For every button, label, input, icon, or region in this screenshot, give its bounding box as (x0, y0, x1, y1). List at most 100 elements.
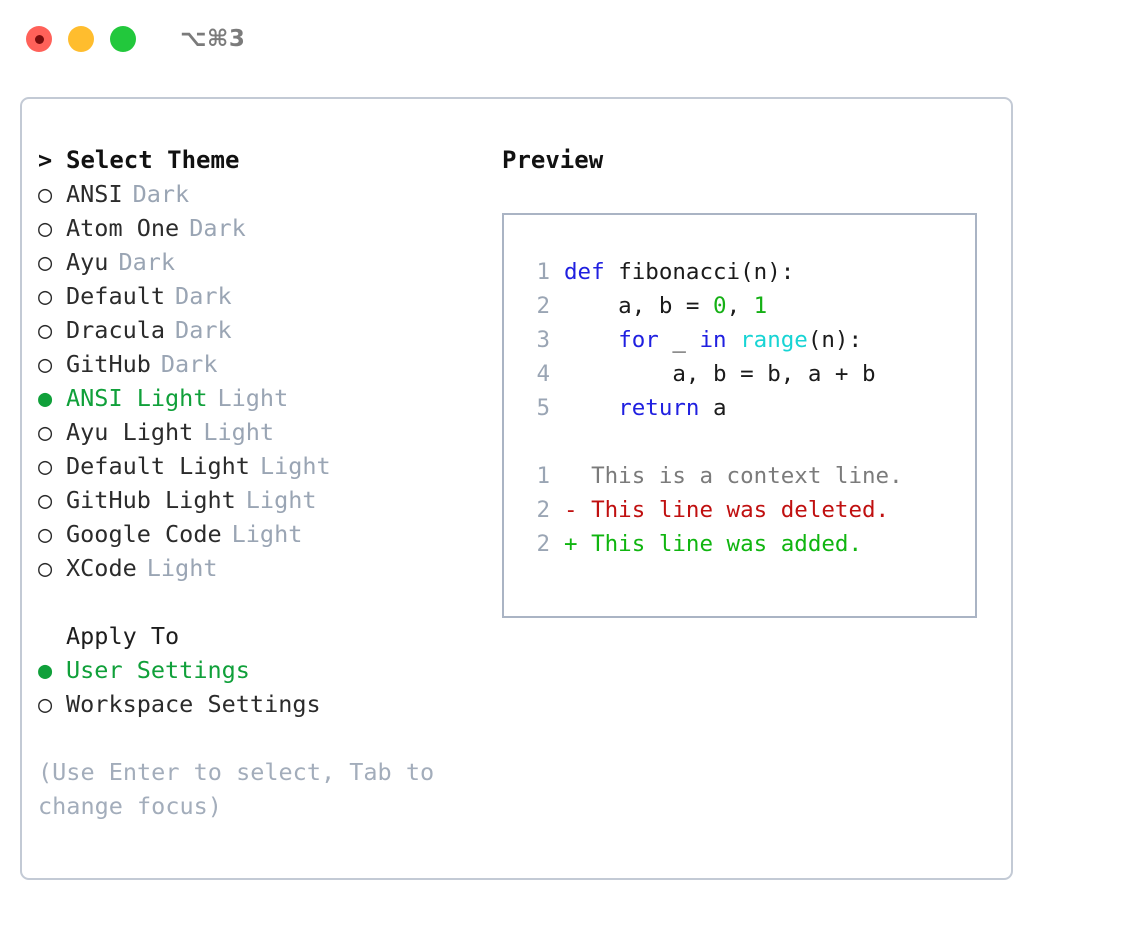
title-bar: ⌥⌘3 (0, 0, 1140, 78)
radio-unselected-icon[interactable]: ○ (38, 418, 53, 446)
code-line-text: a, b = b, a + b (564, 357, 875, 391)
diff-line-text: This line was added. (577, 531, 863, 557)
diff-line: 1 This is a context line. (504, 459, 975, 493)
theme-option-row[interactable]: ○ GitHub Dark (38, 347, 478, 381)
theme-option-variant: Light (245, 486, 317, 514)
theme-option-label: Default Light (66, 452, 250, 480)
theme-option-variant: Dark (160, 350, 218, 378)
preview-spacer (504, 425, 975, 459)
theme-option-label: ANSI (66, 180, 123, 208)
theme-option-row[interactable]: ○ Google Code Light (38, 517, 478, 551)
code-token: range (740, 327, 808, 353)
theme-option-variant: Light (146, 554, 218, 582)
radio-selected-icon[interactable]: ● (38, 384, 53, 412)
code-token: in (699, 327, 727, 353)
maximize-window-icon[interactable] (110, 26, 136, 52)
theme-option-variant: Dark (132, 180, 190, 208)
theme-option-label: GitHub (66, 350, 151, 378)
code-line-number: 1 (536, 259, 550, 285)
apply-to-heading: Apply To (38, 619, 478, 653)
code-token: 0 (713, 293, 727, 319)
radio-unselected-icon[interactable]: ○ (38, 316, 53, 344)
code-line: 2 a, b = 0, 1 (504, 289, 975, 323)
diff-line-text: This is a context line. (577, 463, 903, 489)
keyboard-shortcut-label: ⌥⌘3 (180, 26, 246, 52)
radio-unselected-icon[interactable]: ○ (38, 350, 53, 378)
preview-title: Preview (502, 146, 604, 174)
radio-unselected-icon[interactable]: ○ (38, 282, 53, 310)
code-line-text: def fibonacci(n): (564, 255, 794, 289)
code-line: 5 return a (504, 391, 975, 425)
theme-option-row[interactable]: ○ Default Light Light (38, 449, 478, 483)
radio-unselected-icon[interactable]: ○ (38, 554, 53, 582)
code-token (564, 327, 618, 353)
theme-option-row[interactable]: ○ GitHub Light Light (38, 483, 478, 517)
code-line-number: 4 (536, 361, 550, 387)
theme-option-label: Ayu (66, 248, 109, 276)
theme-option-variant: Light (259, 452, 331, 480)
code-token: , (726, 293, 754, 319)
close-window-icon[interactable] (26, 26, 52, 52)
code-line-text: return a (564, 391, 727, 425)
theme-option-label: Atom One (66, 214, 180, 242)
code-token: for (618, 327, 659, 353)
theme-option-row[interactable]: ○ Atom One Dark (38, 211, 478, 245)
theme-option-row[interactable]: ● ANSI Light Light (38, 381, 478, 415)
radio-selected-icon[interactable]: ● (38, 656, 53, 684)
theme-option-variant: Dark (175, 282, 232, 310)
code-token: def (564, 259, 605, 285)
theme-option-label: Google Code (66, 520, 222, 548)
diff-sample: 1 This is a context line. 2- This line wa… (504, 459, 975, 561)
minimize-window-icon[interactable] (68, 26, 94, 52)
theme-option-row[interactable]: ○ Default Dark (38, 279, 478, 313)
theme-option-label: Ayu Light (66, 418, 194, 446)
code-line-number: 5 (536, 395, 550, 421)
code-token: 1 (753, 293, 768, 319)
keyboard-hint-text: (Use Enter to select, Tab to change focu… (38, 758, 435, 820)
theme-option-label: GitHub Light (66, 486, 236, 514)
code-token: _ (658, 327, 700, 353)
theme-option-label: ANSI Light (66, 384, 208, 412)
apply-to-title: Apply To (66, 622, 180, 650)
diff-sign: - (564, 497, 578, 523)
apply-to-options: ●User Settings ○ Workspace Settings (38, 653, 478, 721)
radio-unselected-icon[interactable]: ○ (38, 248, 53, 276)
theme-option-variant: Dark (175, 316, 232, 344)
radio-unselected-icon[interactable]: ○ (38, 214, 53, 242)
code-line: 1 def fibonacci(n): (504, 255, 975, 289)
theme-option-label: Default (66, 282, 166, 310)
theme-option-variant: Light (217, 384, 289, 412)
theme-option-variant: Dark (189, 214, 246, 242)
code-line-number: 3 (536, 327, 550, 353)
radio-unselected-icon[interactable]: ○ (38, 690, 53, 718)
radio-unselected-icon[interactable]: ○ (38, 520, 53, 548)
diff-line-number: 2 (536, 497, 550, 523)
radio-unselected-icon[interactable]: ○ (38, 452, 53, 480)
radio-unselected-icon[interactable]: ○ (38, 180, 53, 208)
code-line: 3 for _ in range(n): (504, 323, 975, 357)
diff-line-number: 2 (536, 531, 550, 557)
code-token (564, 395, 618, 421)
code-token: (n): (807, 327, 863, 353)
apply-to-option-label: Workspace Settings (66, 690, 321, 718)
select-theme-title: Select Theme (66, 146, 240, 174)
diff-line-text: This line was deleted. (577, 497, 890, 523)
diff-line-number: 1 (536, 463, 550, 489)
theme-option-variant: Light (231, 520, 303, 548)
apply-to-option-row[interactable]: ●User Settings (38, 653, 478, 687)
theme-option-row[interactable]: ○ ANSI Dark (38, 177, 478, 211)
code-token: a (699, 395, 727, 421)
radio-unselected-icon[interactable]: ○ (38, 486, 53, 514)
theme-option-row[interactable]: ○ Ayu Dark (38, 245, 478, 279)
apply-to-option-row[interactable]: ○ Workspace Settings (38, 687, 478, 721)
select-theme-heading: > Select Theme (38, 143, 478, 177)
theme-option-variant: Dark (118, 248, 176, 276)
diff-sign (564, 459, 578, 493)
